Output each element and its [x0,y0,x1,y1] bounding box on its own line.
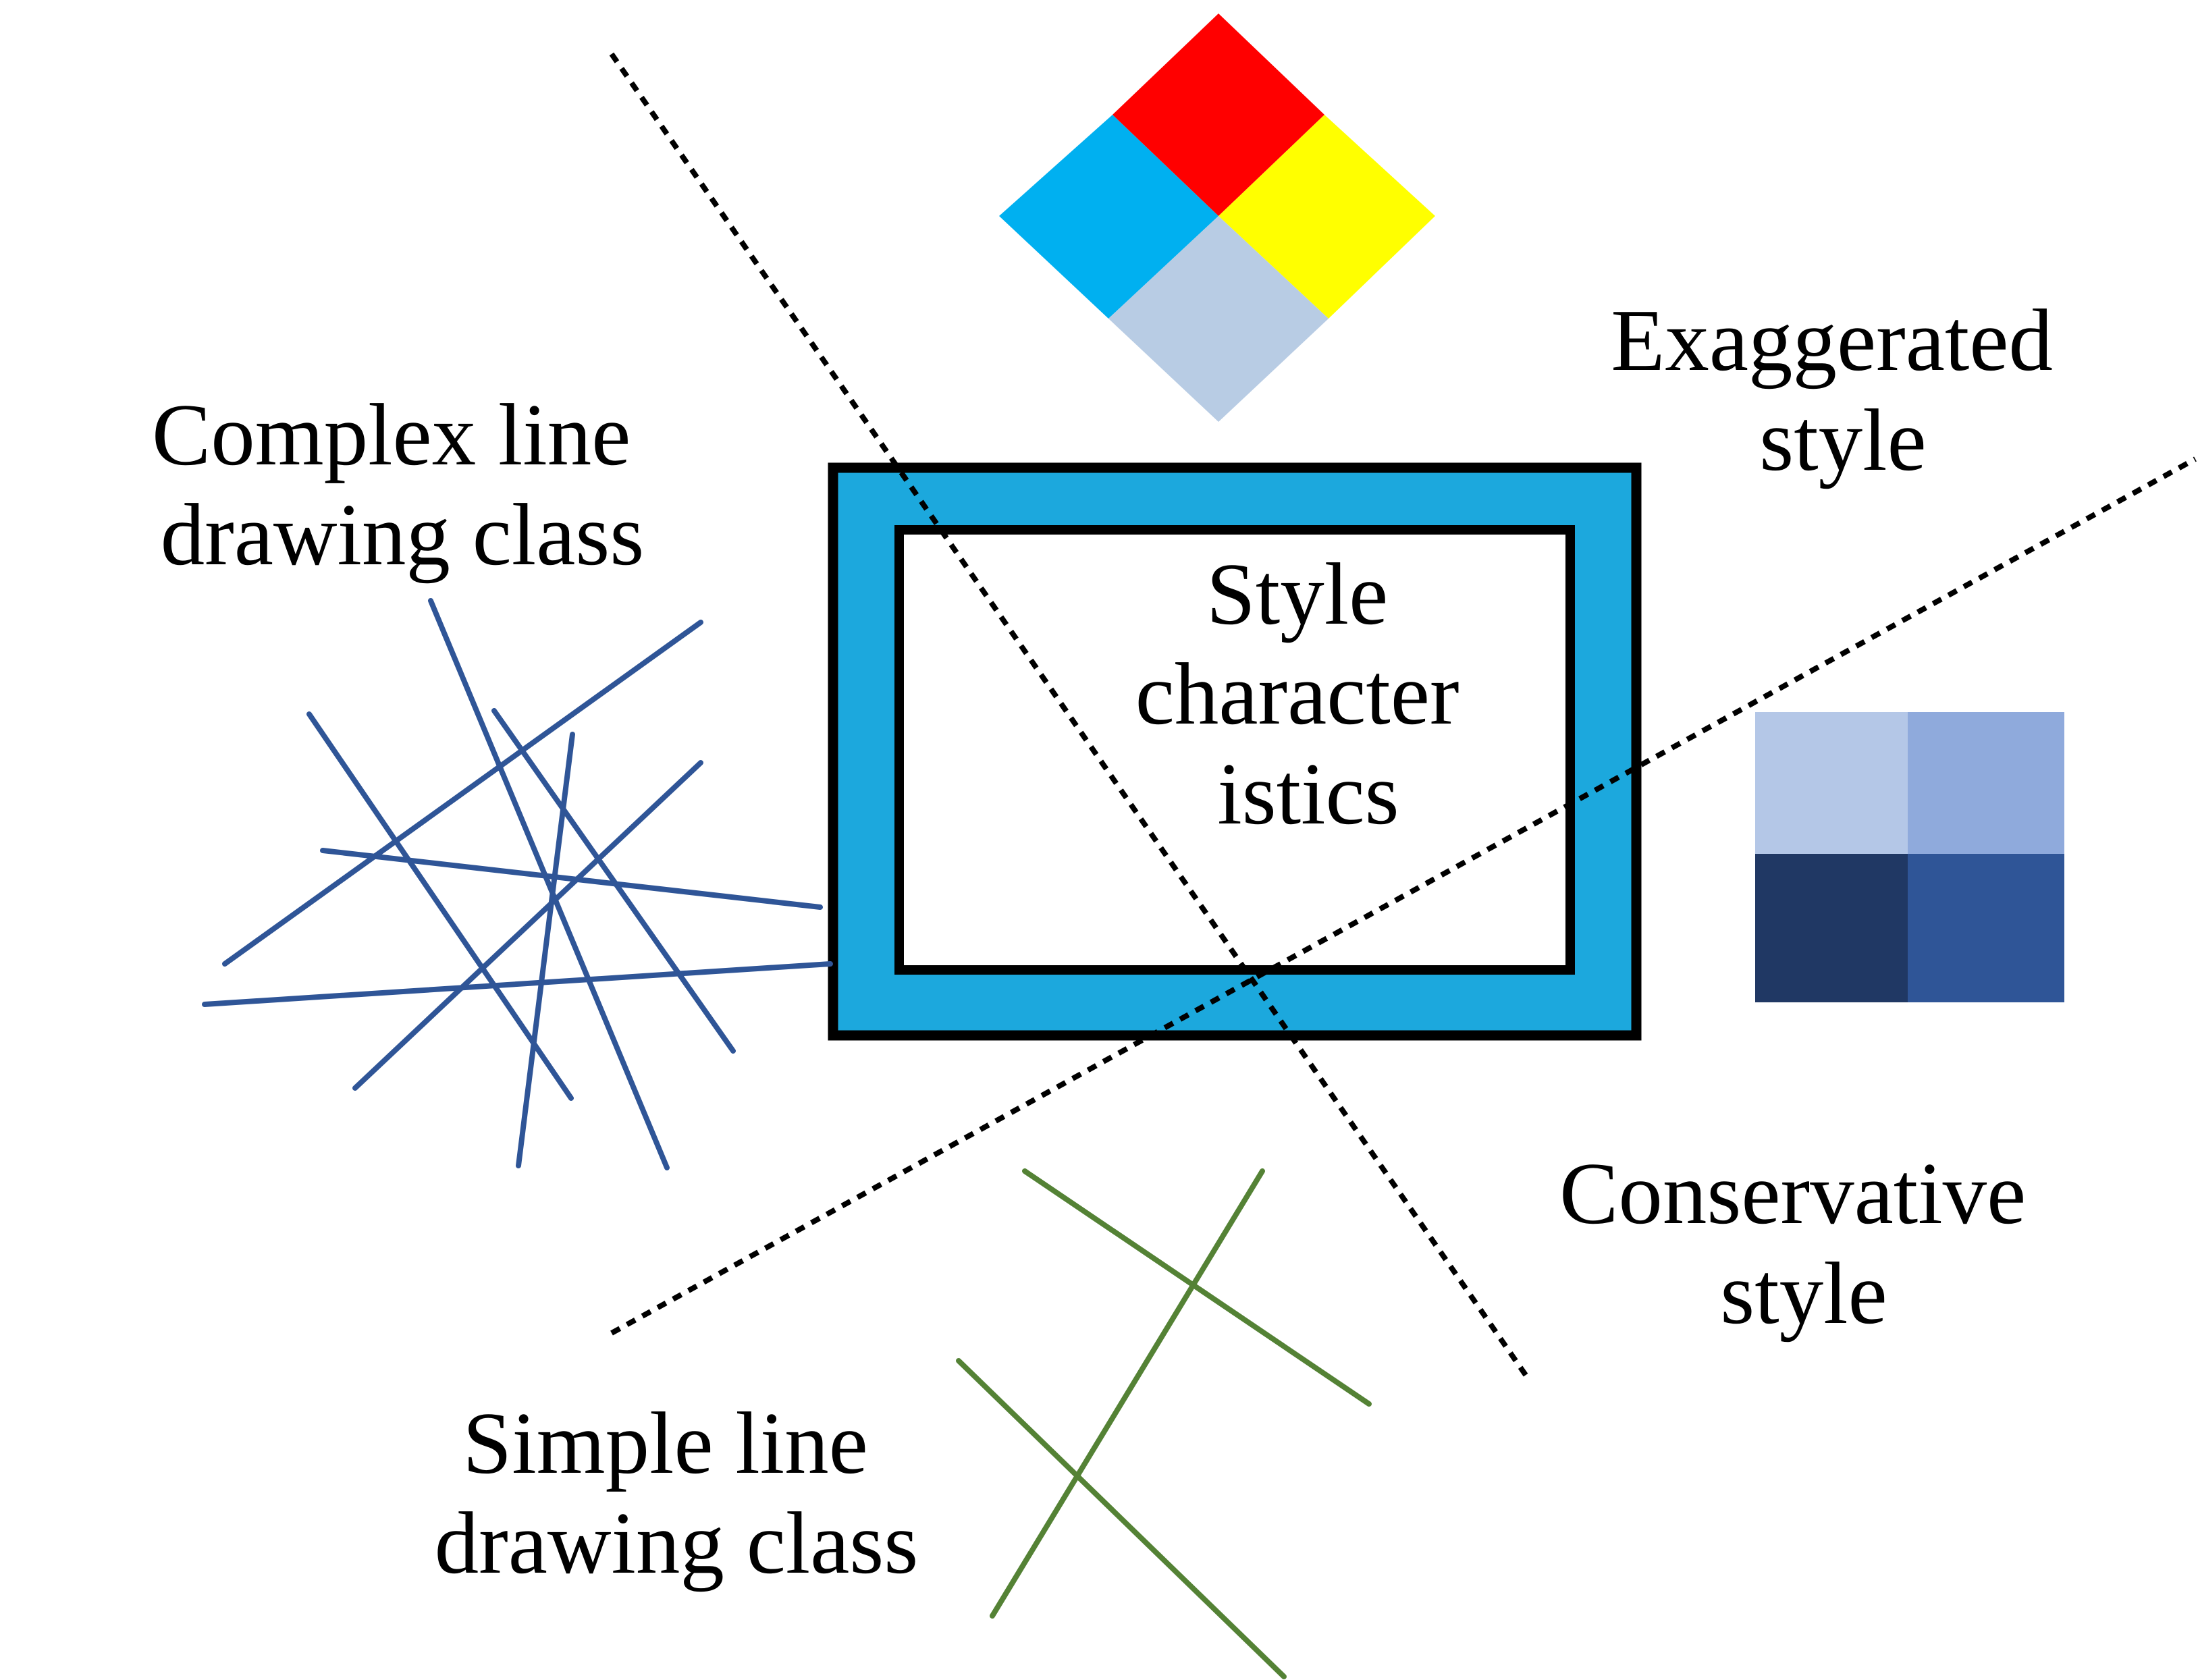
center-style-label-line1: Style [1206,545,1388,643]
blue-line [222,620,703,967]
green-line [956,1358,1287,1679]
center-style-label-line3: istics [1217,745,1399,843]
complex-line-drawing [202,598,833,1170]
complex-line-label-line2: drawing class [161,486,645,584]
complex-line-label: Complex line drawing class [152,386,653,584]
center-style-label-line2: character [1135,645,1459,743]
conservative-style-label-line1: Conservative [1559,1145,2026,1243]
square-bottom-left [1755,854,1908,1002]
square-top-right [1908,712,2064,854]
conservative-style-label-line2: style [1720,1245,1887,1343]
blue-line [202,961,833,1007]
blue-square-icon [1755,712,2064,1002]
simple-line-label-line1: Simple line [462,1394,867,1492]
green-line [990,1168,1265,1619]
blue-line [352,760,703,1091]
frame-inner [894,525,1575,975]
blue-line [306,711,574,1101]
blue-line [428,598,670,1170]
exaggerated-style-label-line2: style [1759,391,1926,489]
complex-line-label-line1: Complex line [152,386,631,484]
exaggerated-style-label: Exaggerated style [1611,292,2074,489]
exaggerated-style-label-line1: Exaggerated [1611,292,2053,389]
green-line [1022,1168,1372,1407]
blue-line [516,732,575,1168]
simple-line-label: Simple line drawing class [435,1394,919,1592]
blue-line [491,708,736,1054]
diamond-right-segment [1218,115,1435,319]
square-top-left [1755,712,1908,854]
blue-line [320,848,823,910]
dotted-line-rising [610,456,2197,1336]
color-diamond-icon [999,13,1435,422]
diamond-left-segment [999,115,1218,319]
simple-line-drawing [956,1168,1372,1679]
simple-line-label-line2: drawing class [435,1494,919,1592]
center-style-label: Style character istics [1135,545,1482,843]
square-bottom-right [1908,854,2064,1002]
conservative-style-label: Conservative style [1559,1145,2048,1343]
diamond-bottom-segment [1108,216,1329,422]
dotted-line-diagonal [609,52,1530,1379]
